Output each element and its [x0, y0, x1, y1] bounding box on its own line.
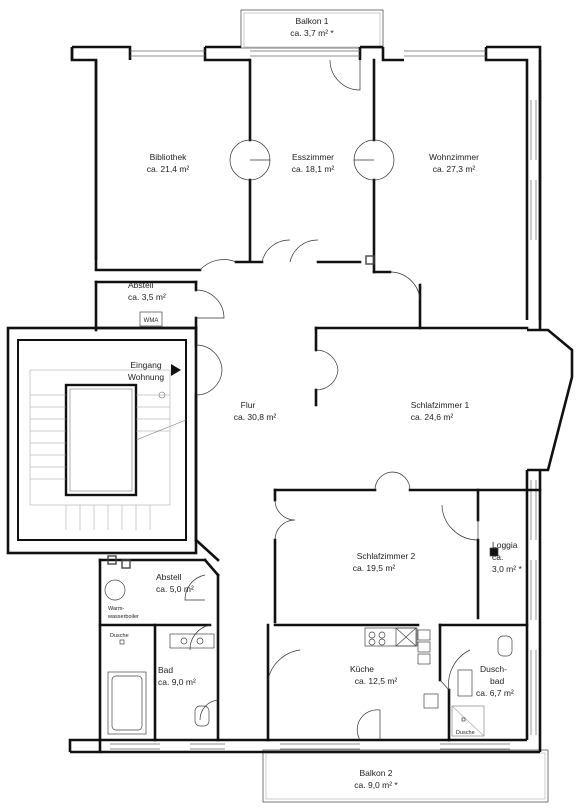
label-dusche-bad: Dusche: [110, 633, 129, 639]
label-warmwasser-2: wasserboiler: [107, 614, 139, 620]
label-flur-area: ca. 30,8 m²: [234, 412, 277, 422]
label-balkon1-area: ca. 3,7 m² *: [290, 28, 334, 38]
label-schlafzimmer1-name: Schlafzimmer 1: [411, 400, 470, 410]
label-schlafzimmer2-name: Schlafzimmer 2: [357, 551, 416, 561]
label-wohnung: Wohnung: [128, 372, 165, 382]
stairwell: [6, 326, 198, 555]
label-abstell1-area: ca. 3,5 m²: [128, 292, 166, 302]
balcony-1: [240, 9, 384, 49]
exterior-walls: [68, 45, 574, 754]
label-bibliothek-area: ca. 21,4 m²: [147, 164, 190, 174]
label-kueche-area: ca. 12,5 m²: [355, 676, 398, 686]
label-schlafzimmer2-area: ca. 19,5 m²: [353, 563, 396, 573]
label-esszimmer-name: Esszimmer: [292, 152, 334, 162]
label-bad-name: Bad: [158, 665, 173, 675]
label-bibliothek-name: Bibliothek: [150, 152, 188, 162]
label-kueche-name: Küche: [350, 664, 374, 674]
label-loggia-area: ca.: [492, 552, 503, 562]
label-wma: WMA: [144, 318, 159, 324]
label-dusche-duschbad: Dusche: [456, 730, 475, 736]
windows: [110, 50, 537, 750]
label-loggia-name: Loggia: [492, 540, 518, 550]
label-esszimmer-area: ca. 18,1 m²: [292, 164, 335, 174]
entrance-arrow-icon: [171, 364, 181, 376]
label-flur-name: Flur: [241, 400, 256, 410]
label-balkon2-area: ca. 9,0 m² *: [354, 780, 398, 790]
label-warmwasser-1: Warm-: [108, 606, 124, 612]
label-bad-area: ca. 9,0 m²: [158, 677, 196, 687]
label-balkon2-name: Balkon 2: [359, 768, 392, 778]
fixtures: [104, 255, 513, 737]
label-duschbad-name: Dusch-: [480, 664, 507, 674]
room-labels: Balkon 1 ca. 3,7 m² * Bibliothek ca. 21,…: [107, 16, 522, 790]
label-loggia-area2: 3,0 m² *: [492, 564, 522, 574]
label-wohnzimmer-name: Wohnzimmer: [429, 152, 479, 162]
balcony-2: [262, 749, 549, 803]
label-abstell2-name: Abstell: [156, 572, 182, 582]
doors: [184, 59, 479, 741]
interior-walls: [94, 58, 542, 742]
label-duschbad-name2: bad: [490, 676, 504, 686]
label-balkon1-name: Balkon 1: [295, 16, 328, 26]
label-abstell1-name: Abstell: [128, 280, 154, 290]
label-eingang: Eingang: [130, 360, 161, 370]
label-abstell2-area: ca. 5,0 m²: [156, 584, 194, 594]
label-wohnzimmer-area: ca. 27,3 m²: [433, 164, 476, 174]
label-duschbad-area: ca. 6,7 m²: [476, 688, 514, 698]
label-schlafzimmer1-area: ca. 24,6 m²: [411, 412, 454, 422]
